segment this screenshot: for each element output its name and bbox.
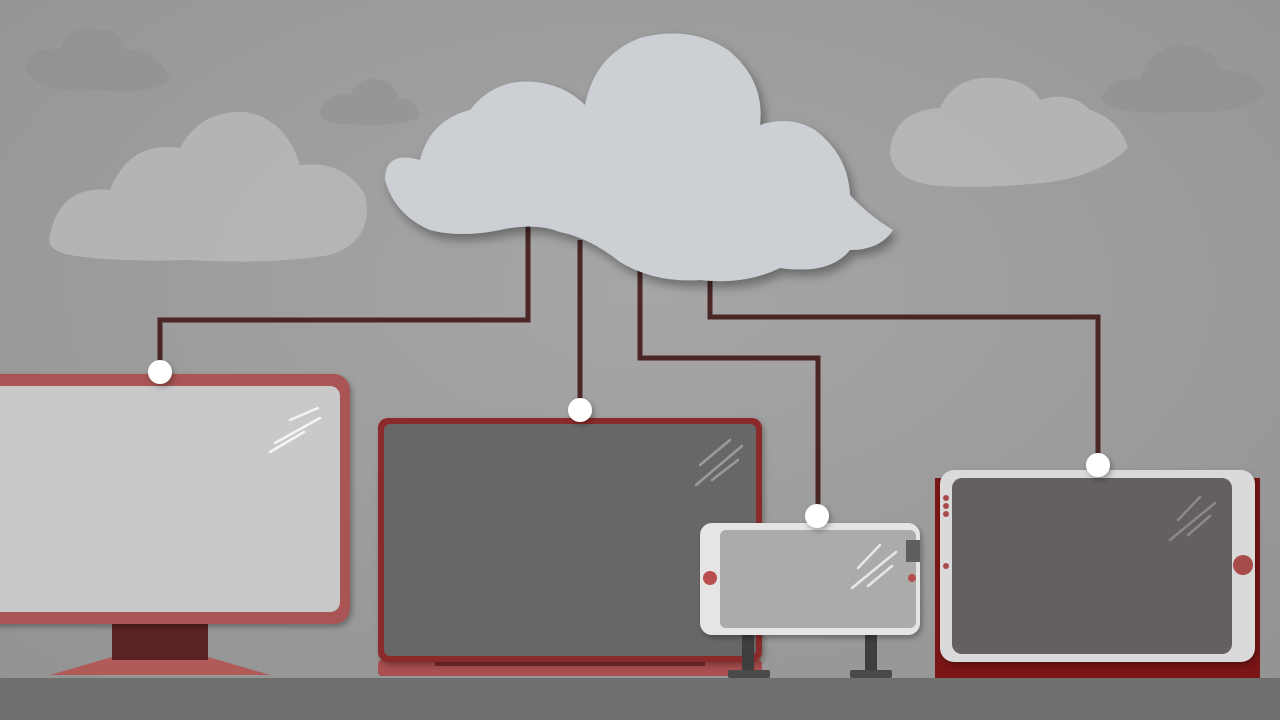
glare-icon xyxy=(694,438,744,487)
glare-icon xyxy=(850,543,898,590)
phone-camera-dot xyxy=(908,574,916,582)
tablet-screen xyxy=(952,478,1232,654)
node-monitor xyxy=(148,360,172,384)
monitor-icon xyxy=(0,374,350,675)
bg-cloud-icon xyxy=(25,28,170,92)
glare-icon xyxy=(268,406,322,454)
phone-stand-foot-left xyxy=(728,670,770,678)
phone-side-key xyxy=(906,540,920,562)
monitor-base xyxy=(50,657,270,675)
tablet-sensor-dot xyxy=(943,503,949,509)
tablet-home-button xyxy=(1233,555,1253,575)
tablet-sensor-dot xyxy=(943,563,949,569)
bg-cloud-icon xyxy=(320,79,419,126)
tablet-sensor-dot xyxy=(943,495,949,501)
phone-screen xyxy=(720,530,916,628)
bg-cloud-icon xyxy=(1100,45,1265,113)
phone-home-button xyxy=(703,571,717,585)
node-laptop xyxy=(568,398,592,422)
bg-cloud-icon xyxy=(890,77,1128,187)
tablet-icon xyxy=(935,470,1260,678)
laptop-icon xyxy=(378,418,762,676)
tablet-sensor-dot xyxy=(943,511,949,517)
wire-to-phone xyxy=(637,260,821,515)
connection-wires xyxy=(157,225,1101,515)
wire-to-monitor xyxy=(157,225,531,372)
floor xyxy=(0,678,1280,720)
bg-cloud-icon xyxy=(49,111,367,262)
node-tablet xyxy=(1086,453,1110,477)
wire-to-tablet xyxy=(707,270,1101,465)
monitor-neck xyxy=(112,620,208,660)
phone-icon xyxy=(700,523,920,678)
monitor-screen xyxy=(0,386,340,612)
phone-stand-right xyxy=(865,630,877,675)
background-clouds-light xyxy=(49,77,1128,262)
laptop-screen xyxy=(384,424,756,656)
node-phone xyxy=(805,504,829,528)
main-cloud-icon xyxy=(385,33,893,282)
connection-nodes xyxy=(148,360,1110,528)
phone-stand-left xyxy=(742,630,754,675)
background-clouds xyxy=(25,28,1265,126)
phone-stand-foot-right xyxy=(850,670,892,678)
glare-icon xyxy=(1168,495,1217,542)
